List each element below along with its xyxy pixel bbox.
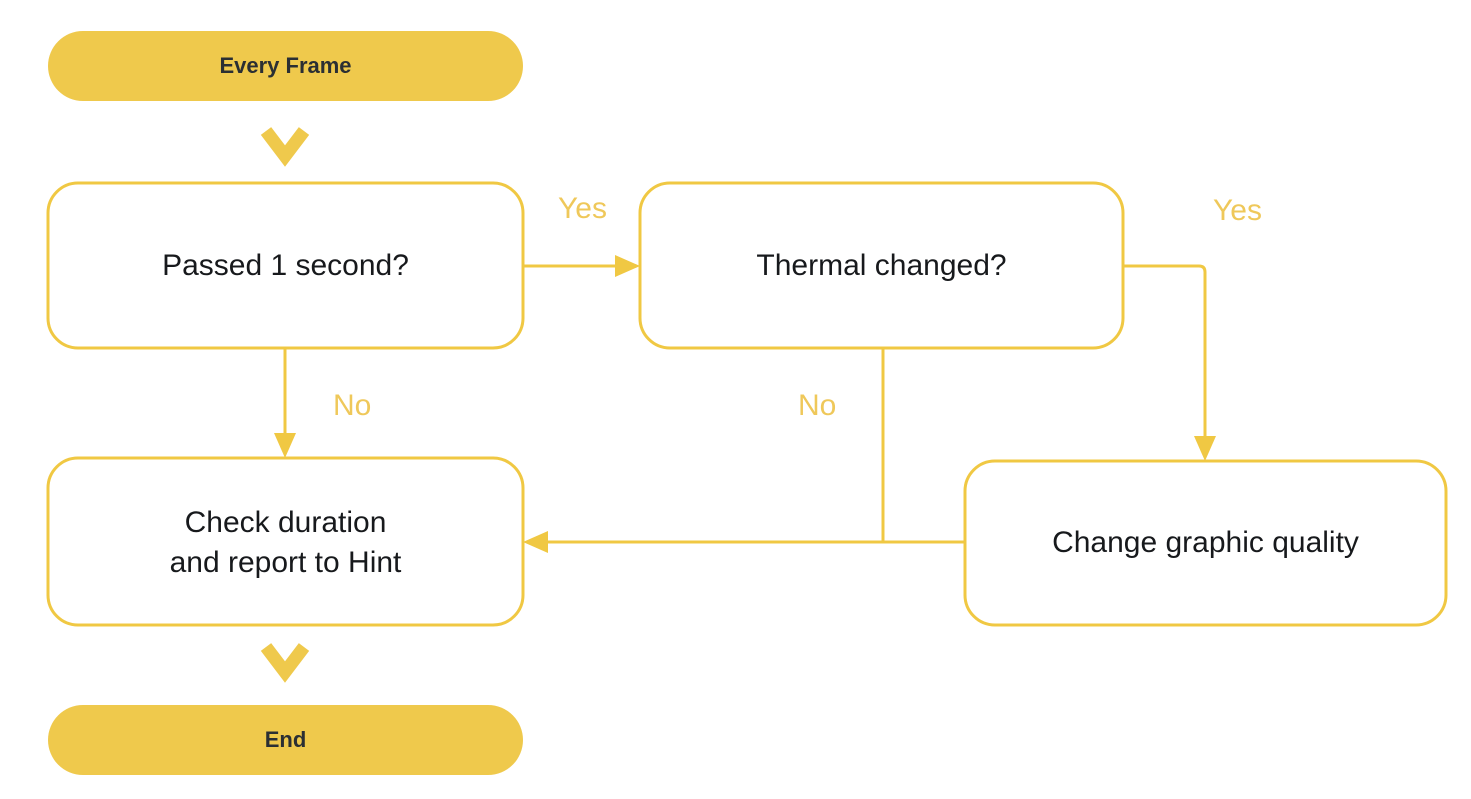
node-passed-one-second-label: Passed 1 second? bbox=[162, 249, 409, 282]
node-start-shape bbox=[48, 31, 523, 101]
node-check-duration-label-line1: Check duration bbox=[185, 506, 387, 539]
edge-check-to-end-chevron bbox=[260, 643, 310, 683]
node-end[interactable]: End bbox=[48, 705, 523, 775]
edge-label-no-thermal: No bbox=[798, 389, 836, 422]
node-end-label: End bbox=[265, 727, 307, 752]
edge-label-layer: Yes Yes No No bbox=[333, 192, 1262, 422]
edge-label-yes-passed: Yes bbox=[558, 192, 607, 225]
edge-thermal-yes-line bbox=[1123, 264, 1207, 449]
edge-layer: Thermal changed? --> Check duration --> … bbox=[260, 127, 1216, 683]
node-start[interactable]: Every Frame bbox=[48, 31, 523, 101]
edge-passed-no-arrowhead bbox=[274, 433, 296, 458]
node-passed-one-second[interactable]: Passed 1 second? bbox=[46, 181, 525, 350]
node-start-label: Every Frame bbox=[219, 53, 351, 78]
node-check-duration[interactable]: Check duration and report to Hint bbox=[46, 456, 525, 627]
edge-label-yes-thermal: Yes bbox=[1213, 194, 1262, 227]
edge-label-no-passed: No bbox=[333, 389, 371, 422]
node-change-graphic-quality-label: Change graphic quality bbox=[1052, 526, 1359, 559]
node-thermal-changed-label: Thermal changed? bbox=[756, 249, 1006, 282]
node-change-graphic-quality-shape bbox=[963, 459, 1448, 627]
edge-start-to-passed-chevron bbox=[260, 127, 310, 167]
edge-change-to-check-arrowhead bbox=[523, 531, 548, 553]
node-thermal-changed-shape bbox=[638, 181, 1125, 350]
edge-passed-yes-arrowhead bbox=[615, 255, 640, 277]
node-check-duration-label-line2: and report to Hint bbox=[170, 546, 402, 579]
node-passed-one-second-shape bbox=[46, 181, 525, 350]
node-thermal-changed[interactable]: Thermal changed? bbox=[638, 181, 1125, 350]
node-check-duration-shape bbox=[46, 456, 525, 627]
node-end-shape bbox=[48, 705, 523, 775]
node-change-graphic-quality[interactable]: Change graphic quality bbox=[963, 459, 1448, 627]
edge-thermal-yes-arrowhead bbox=[1194, 436, 1216, 461]
